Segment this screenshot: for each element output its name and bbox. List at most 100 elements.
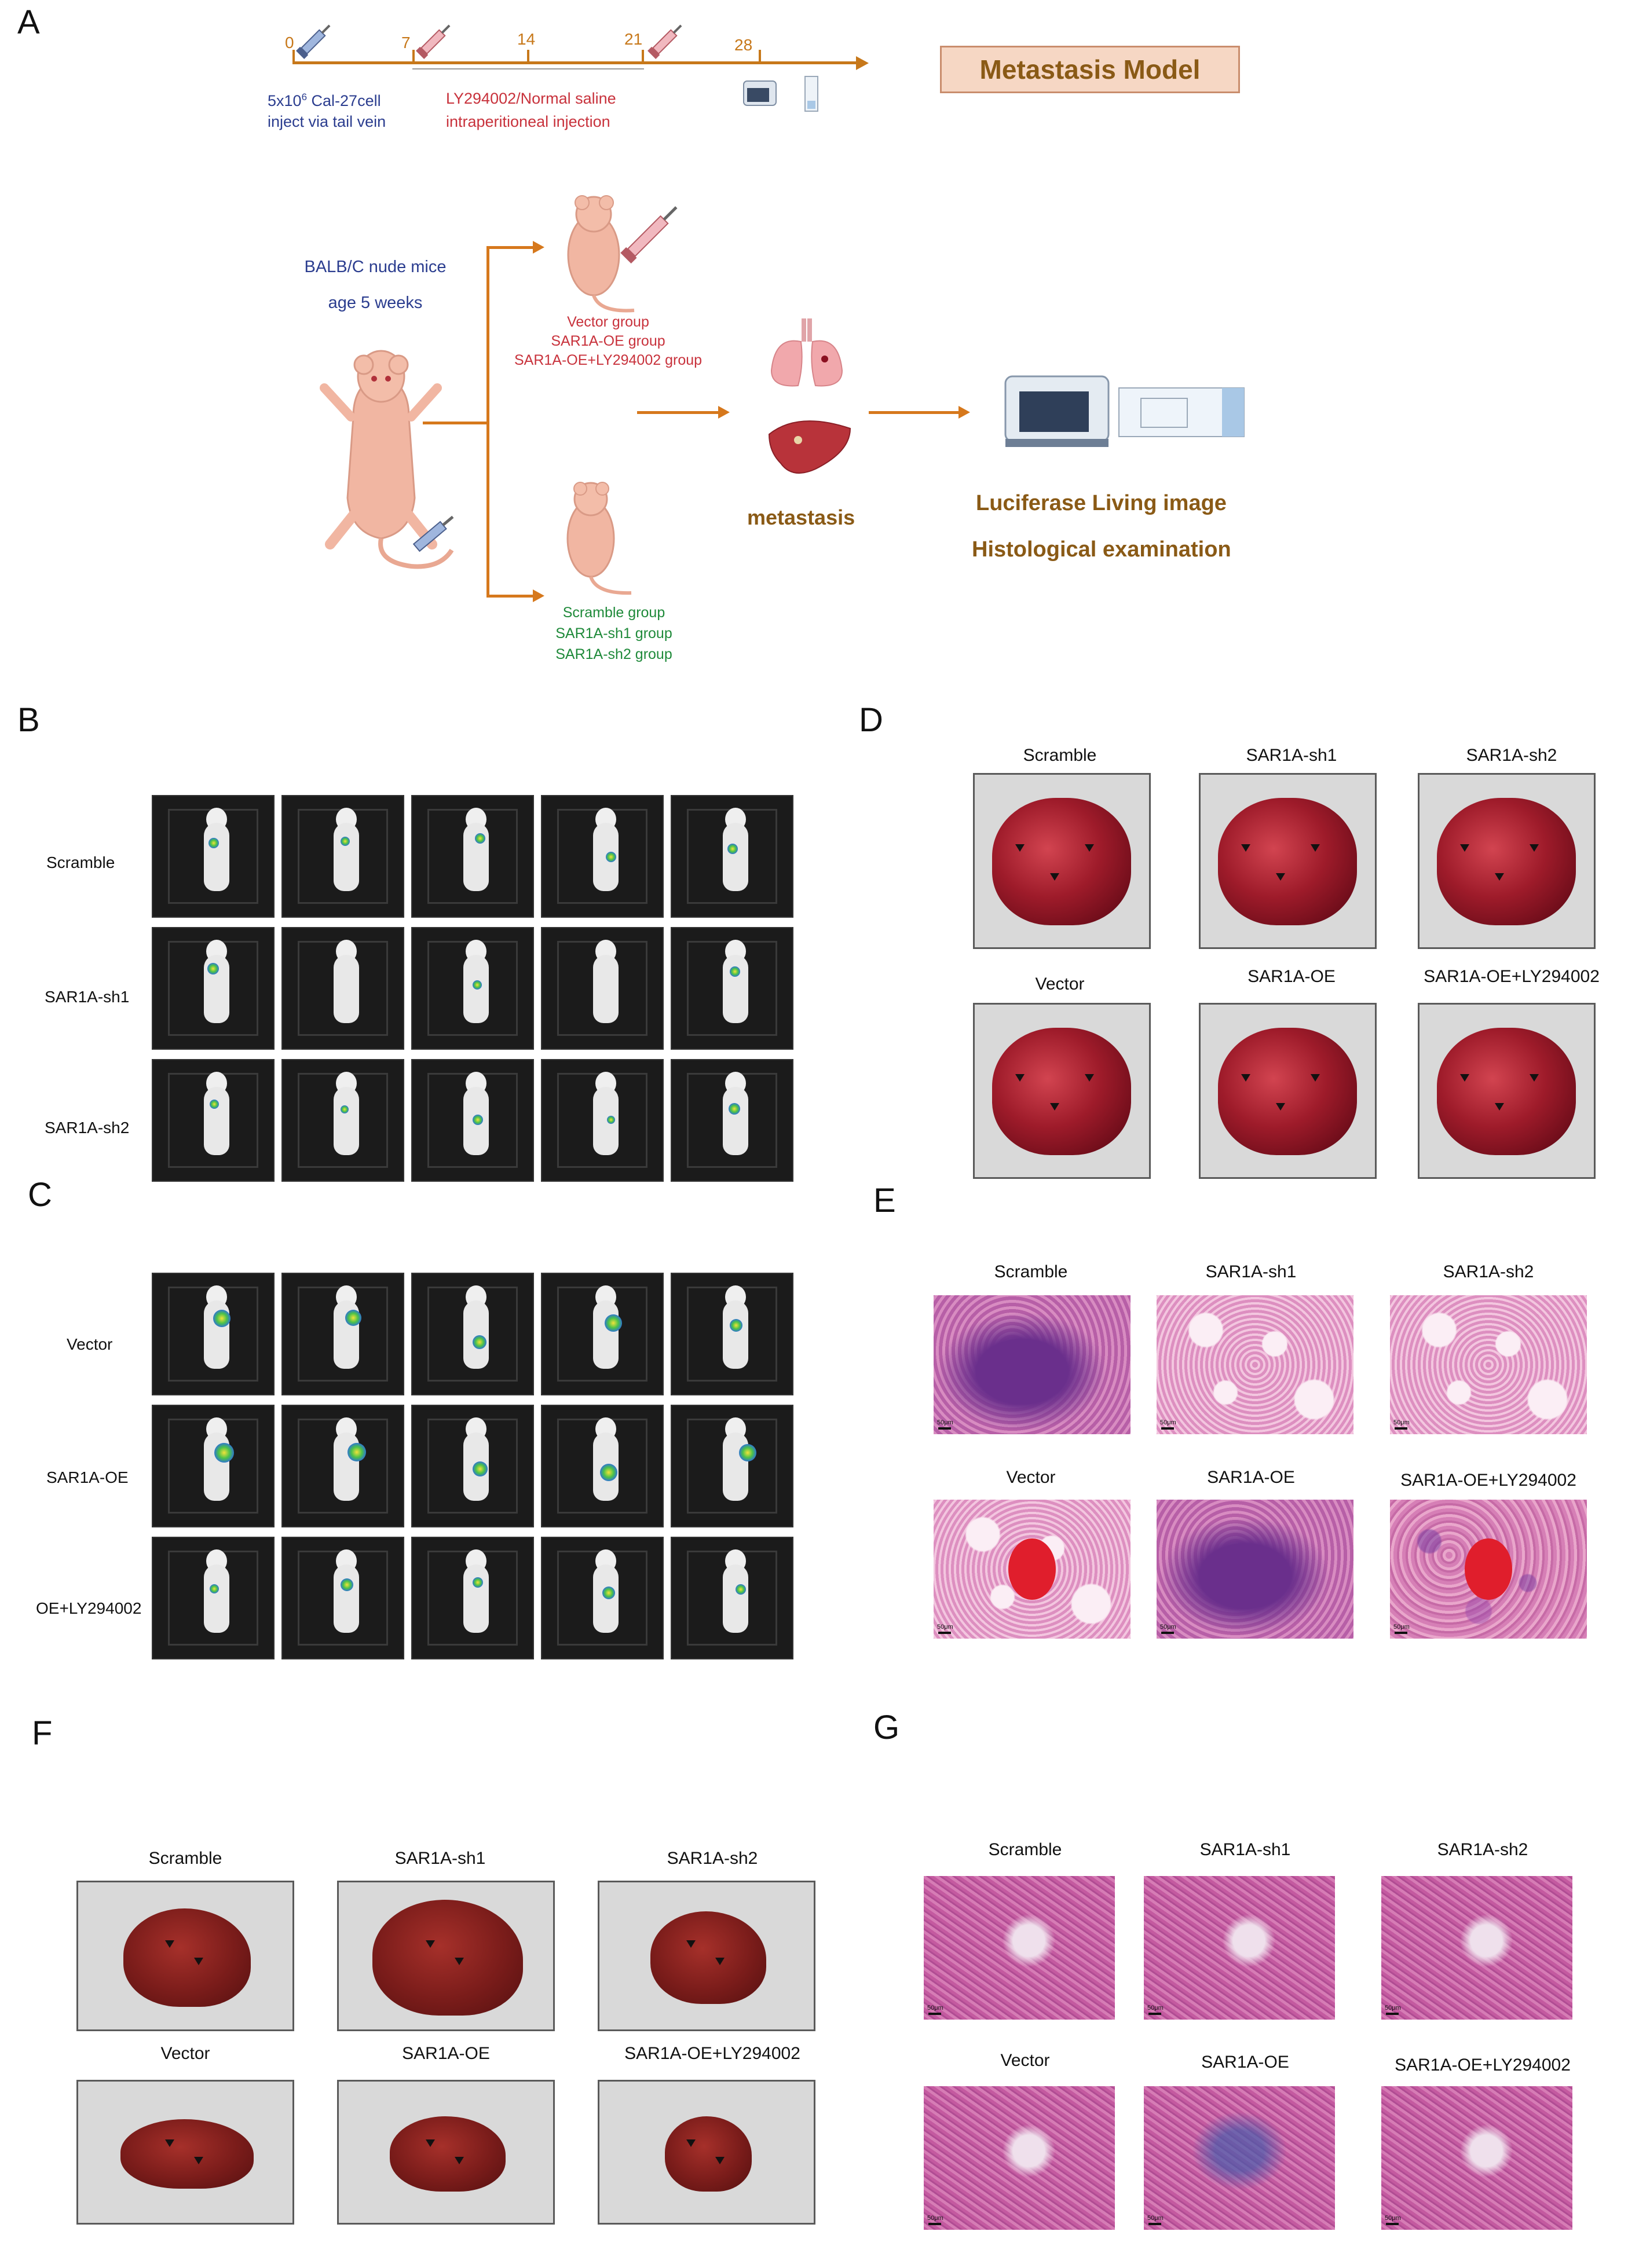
- lung-histology-image: 50μm: [934, 1295, 1131, 1434]
- liver-photo: [337, 2080, 555, 2225]
- lung-histology-image: 50μm: [934, 1500, 1131, 1639]
- timeline-tick-28: [759, 50, 761, 64]
- luminescence-spot: [606, 852, 616, 862]
- mouse-body: [204, 823, 229, 891]
- scale-bar: [1161, 1427, 1174, 1430]
- g-label-sar1a-sh2: SAR1A-sh2: [1437, 1840, 1528, 1859]
- e-label-sar1a-oe-ly294002: SAR1A-OE+LY294002: [1400, 1471, 1576, 1490]
- liver-histology-image: 50μm: [1144, 1876, 1335, 2020]
- scale-bar: [938, 1632, 951, 1634]
- row-label-scramble: Scramble: [46, 853, 115, 871]
- scale-bar-label: 50μm: [1147, 2005, 1164, 2011]
- lung-tissue: [1218, 798, 1357, 925]
- luminescence-spot: [607, 1116, 615, 1124]
- mouse-image: [152, 795, 275, 918]
- tumor-arrowhead: [1050, 1103, 1059, 1111]
- luminescence-spot: [207, 963, 219, 974]
- liver-photo: [598, 1881, 815, 2031]
- luminescence-spot: [600, 1464, 617, 1481]
- scale-bar: [1395, 1427, 1407, 1430]
- mouse-body: [334, 955, 359, 1023]
- tumor-arrowhead: [1276, 873, 1285, 881]
- luminescence-spot: [602, 1586, 615, 1599]
- mouse-image: [671, 1405, 793, 1527]
- timeline-tick-14: [527, 50, 529, 64]
- liver-photo: [598, 2080, 815, 2225]
- mouse-body: [723, 1087, 748, 1155]
- lung-histology-image: 50μm: [1157, 1500, 1353, 1639]
- mouse-body: [334, 1087, 359, 1155]
- luminescence-spot: [739, 1444, 756, 1461]
- branch-line: [486, 246, 489, 596]
- mouse-body: [593, 955, 619, 1023]
- panel-letter-e: E: [873, 1182, 896, 1219]
- branch-line: [423, 422, 488, 424]
- tumor-arrowhead: [165, 1940, 174, 1948]
- mouse-body: [593, 1300, 619, 1369]
- mouse-image: [152, 1273, 275, 1395]
- mouse-body: [723, 1432, 748, 1501]
- lung-histology-image: 50μm: [1390, 1500, 1587, 1639]
- scale-bar-label: 50μm: [1385, 2005, 1401, 2011]
- mouse-body: [463, 1564, 489, 1633]
- mouse-image: [411, 1059, 534, 1182]
- g-label-sar1a-oe: SAR1A-OE: [1201, 2053, 1289, 2072]
- mouse-body: [334, 823, 359, 891]
- lung-icon: [770, 318, 843, 387]
- liver-tissue: [372, 1900, 523, 2016]
- scale-bar: [1161, 1632, 1174, 1634]
- e-label-sar1a-sh1: SAR1A-sh1: [1205, 1262, 1297, 1281]
- lung-photo: [1418, 773, 1596, 949]
- liver-histology-image: 50μm: [1144, 2086, 1335, 2230]
- d-label-sar1a-sh1: SAR1A-sh1: [1246, 746, 1337, 765]
- tumor-arrowhead: [455, 1958, 464, 1965]
- mouse-image: [152, 1405, 275, 1527]
- tumor-arrowhead: [1241, 1074, 1250, 1082]
- tumor-arrowhead: [1015, 844, 1025, 852]
- e-label-sar1a-sh2: SAR1A-sh2: [1443, 1262, 1534, 1281]
- liver-icon: [768, 420, 851, 474]
- mouse-body: [723, 823, 748, 891]
- arrow-icon: [958, 406, 970, 419]
- flow-arrow-line: [869, 411, 961, 414]
- mouse-image: [671, 927, 793, 1050]
- d-label-sar1a-sh2: SAR1A-sh2: [1466, 746, 1557, 765]
- syringe-icon: [647, 24, 682, 59]
- metastasis-label: metastasis: [747, 505, 855, 529]
- mouse-image: [411, 1537, 534, 1659]
- lung-photo: [1199, 1003, 1377, 1179]
- scale-bar-label: 50μm: [927, 2005, 943, 2011]
- scale-bar: [1386, 2013, 1399, 2015]
- luminescence-spot: [347, 1443, 366, 1461]
- scale-bar-label: 50μm: [1385, 2215, 1401, 2222]
- tumor-arrowhead: [165, 2139, 174, 2147]
- row-label-sar1a-oe: SAR1A-OE: [46, 1468, 129, 1486]
- tumor-arrowhead: [1495, 873, 1504, 881]
- branch-line: [486, 246, 536, 249]
- f-label-sar1a-oe: SAR1A-OE: [402, 2044, 490, 2063]
- lung-tissue: [1437, 1028, 1576, 1155]
- luminescence-spot: [208, 838, 219, 848]
- timeline-arrow-icon: [856, 56, 869, 70]
- mouse-image: [281, 1537, 404, 1659]
- mouse-image: [671, 795, 793, 918]
- mouse-image: [671, 1059, 793, 1182]
- luminescence-spot: [473, 980, 482, 990]
- scale-bar: [928, 2013, 941, 2015]
- model-title-box: Metastasis Model: [940, 46, 1240, 93]
- panel-letter-b: B: [17, 701, 40, 739]
- row-label-oe-ly294002: OE+LY294002: [36, 1599, 142, 1617]
- mouse-image: [281, 795, 404, 918]
- imaging-system-icon: [1004, 375, 1110, 447]
- tumor-arrowhead: [1085, 844, 1094, 852]
- treatment-bracket: [412, 68, 644, 69]
- arrow-icon: [718, 406, 730, 419]
- scale-bar-label: 50μm: [1160, 1624, 1176, 1631]
- luminescence-spot: [473, 1115, 483, 1125]
- liver-histology-image: 50μm: [924, 1876, 1115, 2020]
- scale-bar-label: 50μm: [1147, 2215, 1164, 2222]
- slide-icon: [804, 76, 818, 112]
- day-21: 21: [624, 30, 643, 48]
- tumor-arrowhead: [1015, 1074, 1025, 1082]
- readout-luciferase: Luciferase Living image: [976, 491, 1227, 515]
